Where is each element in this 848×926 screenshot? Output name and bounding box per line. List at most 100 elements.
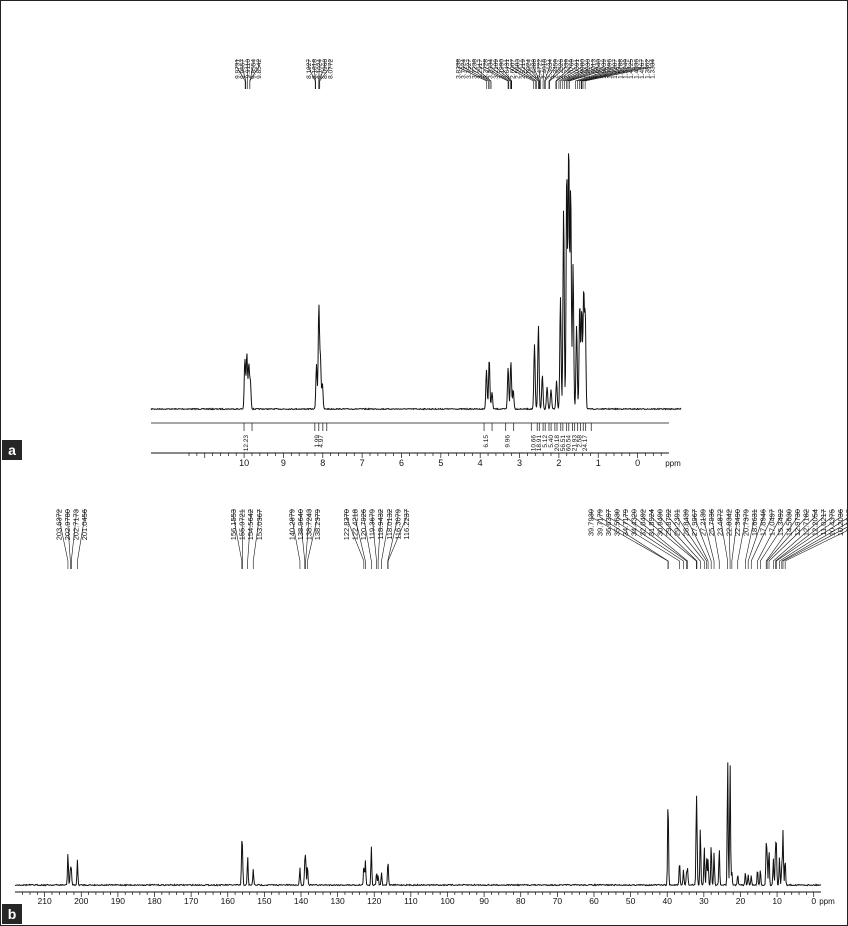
peak-label-leader bbox=[346, 509, 365, 569]
x-tick-label: 60 bbox=[589, 896, 599, 906]
peak-label: 138.2379 bbox=[313, 509, 322, 540]
peak-label-leader bbox=[307, 509, 318, 569]
peak-label-leader bbox=[616, 509, 684, 569]
peak-label: 2.4722 bbox=[536, 59, 543, 79]
peak-label-leader bbox=[511, 59, 536, 89]
integral-value: 21.93 bbox=[572, 435, 579, 452]
peak-label: 2.5219 bbox=[520, 59, 527, 79]
peak-label: 122.8370 bbox=[342, 509, 351, 540]
peak-label-leader bbox=[544, 59, 550, 89]
x-tick-label: 170 bbox=[184, 896, 198, 906]
peak-label: 1.4725 bbox=[628, 59, 635, 79]
peak-label-leader bbox=[522, 59, 539, 89]
peak-label-leader bbox=[527, 59, 540, 89]
peak-label-leader bbox=[308, 59, 316, 89]
peak-label-leader bbox=[516, 59, 537, 89]
peak-label-leader bbox=[500, 59, 513, 89]
panel-label-a: a bbox=[2, 440, 22, 460]
x-tick-label: 6 bbox=[399, 458, 404, 468]
peak-label: 25.7936 bbox=[707, 509, 716, 536]
spectrum-trace-b bbox=[14, 762, 822, 887]
integral-value: 12.23 bbox=[243, 435, 250, 452]
peak-label-leader bbox=[233, 509, 243, 569]
peak-label-leader bbox=[381, 509, 390, 569]
peak-label-leader bbox=[776, 509, 841, 569]
peak-label-leader bbox=[556, 59, 577, 89]
x-tick-label: 130 bbox=[331, 896, 345, 906]
peak-label: 2.0591 bbox=[574, 59, 581, 79]
peak-label: 2.6431 bbox=[504, 59, 511, 79]
x-tick-label: 50 bbox=[626, 896, 636, 906]
peak-label-leader bbox=[371, 509, 377, 569]
integral-value: 5.12 bbox=[542, 435, 549, 448]
peak-label-leader bbox=[781, 522, 847, 569]
peak-label-leader bbox=[473, 59, 492, 89]
peak-label: 32.0492 bbox=[638, 509, 647, 536]
x-tick-label: 150 bbox=[257, 896, 271, 906]
peak-label: 2.3634 bbox=[547, 59, 554, 79]
peak-label: 203.6372 bbox=[54, 509, 63, 540]
peak-label: 9.8542 bbox=[256, 59, 263, 79]
peak-label: 27.2139 bbox=[699, 509, 708, 536]
peak-label: 2.4018 bbox=[542, 59, 549, 79]
peak-label: 140.2879 bbox=[287, 509, 296, 540]
peak-label: 36.6397 bbox=[604, 509, 613, 536]
x-tick-label: 10 bbox=[239, 458, 249, 468]
peak-label: 9.8554 bbox=[251, 59, 258, 79]
peak-label-leader bbox=[241, 59, 247, 89]
peak-label-leader bbox=[555, 59, 572, 89]
peak-label-leader bbox=[489, 59, 511, 89]
peak-label: 119.3679 bbox=[368, 509, 377, 540]
peak-label: 17.0497 bbox=[767, 509, 776, 536]
peak-label: 39.7179 bbox=[595, 509, 604, 536]
peak-label: 156.1553 bbox=[229, 509, 238, 540]
peak-label: 122.4218 bbox=[350, 509, 359, 540]
peak-label-leader bbox=[252, 509, 260, 569]
x-axis-unit-label: ppm bbox=[665, 459, 681, 468]
peak-label: 153.0367 bbox=[255, 509, 264, 540]
peak-label-leader bbox=[633, 509, 688, 569]
peak-label-leader bbox=[363, 509, 372, 569]
integral-value: 5.40 bbox=[548, 435, 555, 448]
peak-label-leader bbox=[750, 509, 773, 569]
x-tick-label: 9 bbox=[281, 458, 286, 468]
x-tick-label: 80 bbox=[516, 896, 526, 906]
integral-value: 2.58 bbox=[577, 435, 584, 448]
x-tick-label: 20 bbox=[736, 896, 746, 906]
peak-label: 120.7926 bbox=[359, 509, 368, 540]
peak-label: 3.7527 bbox=[466, 59, 473, 79]
x-tick-label: 0 bbox=[635, 458, 640, 468]
peak-label: 3.2917 bbox=[477, 59, 484, 79]
peak-label-leader bbox=[479, 59, 509, 89]
peak-label-leader bbox=[694, 509, 712, 569]
peak-label: 3.2728 bbox=[482, 59, 489, 79]
peak-label: 1.5788 bbox=[617, 59, 624, 79]
integral-value: 24.17 bbox=[582, 435, 589, 452]
peak-label-leader bbox=[737, 509, 747, 569]
peak-label: 2.2526 bbox=[558, 59, 565, 79]
integral-value: 6.15 bbox=[483, 435, 490, 448]
peak-label: 30.9490 bbox=[656, 509, 665, 536]
peak-label: 3.7238 bbox=[471, 59, 478, 79]
peak-label: 31.8924 bbox=[647, 509, 656, 536]
peak-label-leader bbox=[387, 509, 407, 569]
peak-label-leader bbox=[538, 59, 541, 89]
peak-label-leader bbox=[719, 509, 728, 569]
peak-label-leader bbox=[567, 59, 610, 89]
x-tick-label: 7 bbox=[360, 458, 365, 468]
peak-label-leader bbox=[685, 509, 709, 569]
x-tick-label: 8 bbox=[320, 458, 325, 468]
peak-label: 201.0456 bbox=[80, 509, 89, 540]
peak-label-leader bbox=[544, 59, 556, 89]
peak-label: 2.5683 bbox=[515, 59, 522, 79]
peak-label: 29.2391 bbox=[673, 509, 682, 536]
x-tick-label: 4 bbox=[478, 458, 483, 468]
peak-label: 2.6007 bbox=[509, 59, 516, 79]
peak-label-leader bbox=[319, 59, 331, 89]
peak-label-leader bbox=[506, 59, 534, 89]
peak-label: 22.3490 bbox=[733, 509, 742, 536]
x-tick-label: 120 bbox=[367, 896, 381, 906]
peak-label: 12.7182 bbox=[802, 509, 811, 536]
peak-label-leader bbox=[549, 59, 567, 89]
peak-label: 35.5630 bbox=[613, 509, 622, 536]
